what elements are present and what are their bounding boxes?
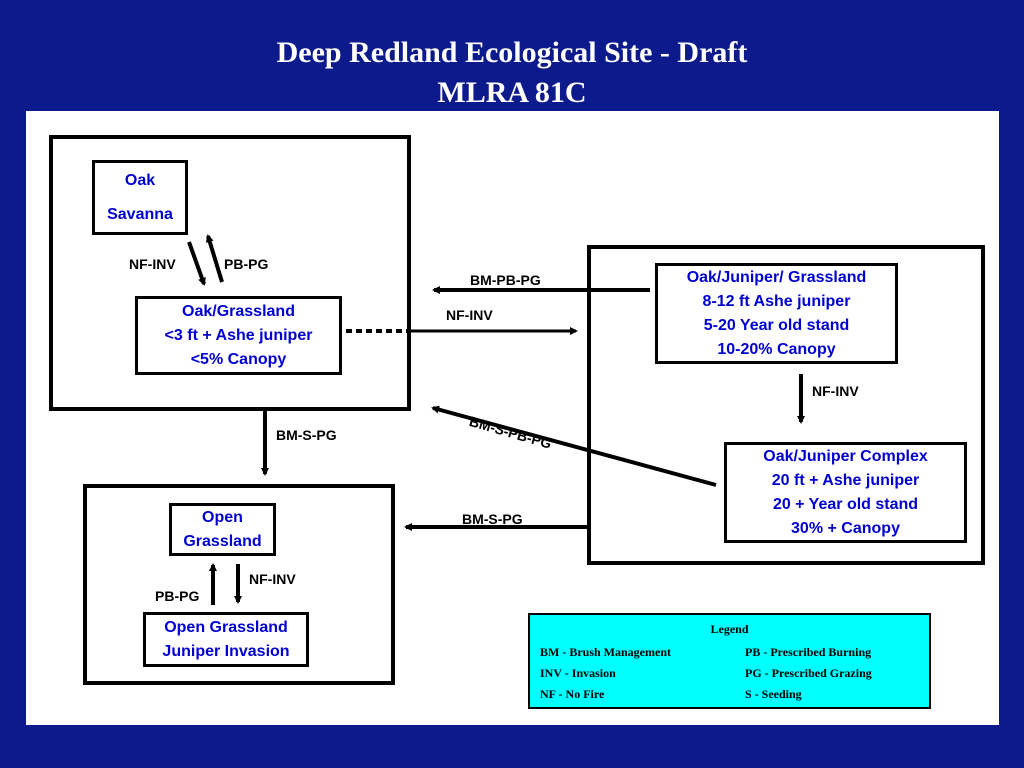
state-ojg-line1: Oak/Juniper/ Grassland (686, 268, 867, 286)
state-ojc-line3: 20 + Year old stand (772, 495, 919, 513)
label-nf-inv-right: NF-INV (446, 307, 493, 323)
state-ojc-line2: 20 ft + Ashe juniper (771, 471, 920, 489)
legend-box: Legend BM - Brush Management PB - Prescr… (528, 613, 931, 709)
state-ogji-line2: Juniper Invasion (162, 642, 290, 660)
state-open-grassland: Open Grassland (169, 503, 276, 556)
state-ojg-line2: 8-12 ft Ashe juniper (702, 292, 851, 310)
legend-item: NF - No Fire (540, 687, 605, 701)
state-open-grassland-line1: Open (202, 508, 243, 526)
state-oak-grassland-line3: <5% Canopy (190, 350, 287, 368)
state-oak-juniper-complex: Oak/Juniper Complex 20 ft + Ashe juniper… (724, 442, 967, 543)
legend-row: BM - Brush Management PB - Prescribed Bu… (540, 645, 923, 659)
state-ojg-line3: 5-20 Year old stand (703, 316, 850, 334)
label-open-pb-pg: PB-PG (155, 588, 200, 604)
legend-title: Legend (710, 622, 749, 636)
state-oak-savanna-line2: Savanna (107, 205, 173, 223)
legend-row: INV - Invasion PG - Prescribed Grazing (540, 666, 923, 680)
label-ojg-nf-inv: NF-INV (812, 383, 859, 399)
state-open-grassland-line2: Grassland (183, 532, 262, 550)
state-oak-grassland-line1: Oak/Grassland (182, 302, 295, 320)
slide-title: Deep Redland Ecological Site - Draft (276, 36, 748, 69)
state-oak-savanna-line1: Oak (124, 171, 156, 189)
legend-item: PB - Prescribed Burning (745, 645, 872, 659)
label-bm-pb-pg: BM-PB-PG (470, 272, 541, 288)
legend-item: INV - Invasion (540, 666, 616, 680)
label-open-nf-inv: NF-INV (249, 571, 296, 587)
label-bm-s-pg-left: BM-S-PG (276, 427, 337, 443)
state-oak-savanna: Oak Savanna (92, 160, 188, 235)
state-oak-grassland-line2: <3 ft + Ashe juniper (164, 326, 313, 344)
state-ojc-line4: 30% + Canopy (791, 519, 900, 537)
state-oak-juniper-grassland: Oak/Juniper/ Grassland 8-12 ft Ashe juni… (655, 263, 898, 364)
label-savanna-pb-pg: PB-PG (224, 256, 269, 272)
state-open-grassland-juniper-invasion: Open Grassland Juniper Invasion (143, 612, 309, 667)
state-oak-grassland: Oak/Grassland <3 ft + Ashe juniper <5% C… (135, 296, 342, 375)
legend-item: S - Seeding (745, 687, 802, 701)
state-ojc-line1: Oak/Juniper Complex (763, 447, 928, 465)
state-ogji-line1: Open Grassland (164, 618, 288, 636)
legend-item: PG - Prescribed Grazing (745, 666, 872, 680)
state-ojg-line4: 10-20% Canopy (717, 340, 836, 358)
label-bm-s-pg-right: BM-S-PG (462, 511, 523, 527)
legend-item: BM - Brush Management (540, 645, 671, 659)
legend-row: NF - No Fire S - Seeding (540, 687, 923, 701)
slide-subtitle: MLRA 81C (437, 76, 587, 109)
label-savanna-nf-inv: NF-INV (129, 256, 176, 272)
